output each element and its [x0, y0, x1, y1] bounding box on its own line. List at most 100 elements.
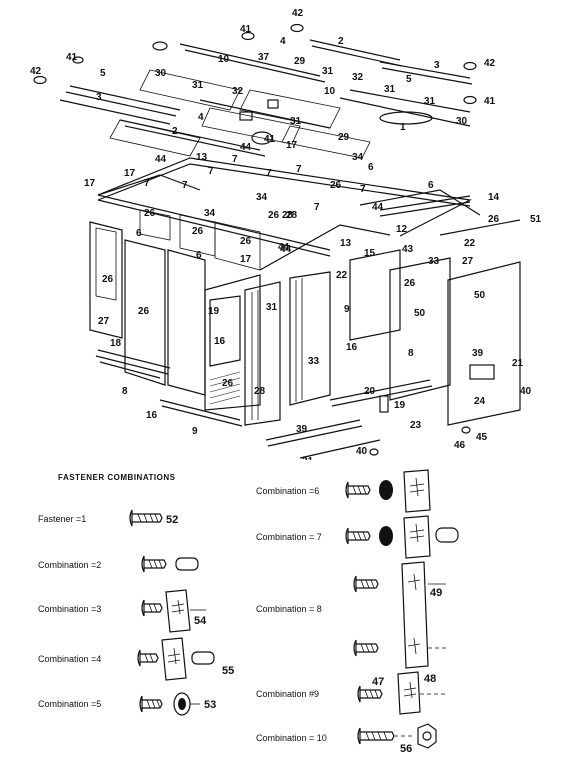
screw-icon: [129, 509, 163, 527]
callout: 28: [282, 210, 294, 221]
callout: 26: [240, 236, 252, 247]
callout: 26: [192, 226, 204, 237]
callout: 44: [155, 154, 167, 165]
callout: 31: [266, 302, 278, 313]
callout: 41: [240, 24, 252, 35]
screw-icon: [353, 639, 379, 657]
callout: 7: [208, 166, 214, 177]
combination-label: Combination =5: [38, 699, 101, 709]
screw-icon: [345, 481, 371, 499]
callout: 41: [264, 134, 276, 145]
part-callouts: 42 41 4 2 3 42 41 37 29 5 30 10 31 32 5 …: [30, 8, 542, 460]
callout: 9: [192, 426, 198, 437]
callout: 6: [428, 180, 434, 191]
callout: 3: [434, 60, 440, 71]
callout: 29: [294, 56, 306, 67]
callout: 18: [110, 338, 122, 349]
combination-8: Combination = 8 49: [256, 561, 446, 669]
hex-nut-icon: [417, 723, 437, 749]
screw-icon: [357, 685, 383, 703]
callout: 33: [428, 256, 440, 267]
callout: 42: [30, 66, 42, 77]
callout: 27: [462, 256, 474, 267]
callout: 23: [410, 420, 422, 431]
callout: 6: [368, 162, 374, 173]
screw-icon: [345, 527, 371, 545]
callout: 26: [330, 180, 342, 191]
callout: 2: [338, 36, 344, 47]
callout: 44: [278, 242, 290, 253]
callout: 34: [256, 192, 268, 203]
combination-label: Combination = 8: [256, 604, 322, 614]
callout: 13: [340, 238, 352, 249]
cap-nut-icon: [435, 527, 459, 543]
callout: 26: [488, 214, 500, 225]
part-number: 54: [194, 615, 207, 627]
combination-label: Combination =6: [256, 486, 319, 496]
callout: 19: [394, 400, 406, 411]
callout: 10: [218, 54, 230, 65]
combination-label: Combination =4: [38, 654, 101, 664]
callout: 41: [66, 52, 78, 63]
callout: 16: [214, 336, 226, 347]
part-number: 52: [166, 514, 178, 526]
combination-9: Combination #9 47 48: [256, 671, 448, 715]
screw-icon: [137, 649, 159, 667]
screw-icon: [353, 575, 379, 593]
callout: 39: [472, 348, 484, 359]
callout: 6: [196, 250, 202, 261]
callout: 26: [222, 378, 234, 389]
callout: 46: [454, 440, 466, 451]
callout: 50: [474, 290, 486, 301]
combination-5: Combination =5 53: [38, 692, 216, 716]
lock-washer-icon: [379, 480, 393, 500]
callout: 29: [338, 132, 350, 143]
callout: 6: [136, 228, 142, 239]
callout: 21: [512, 358, 524, 369]
washer-plate-icon: [403, 469, 431, 513]
callout: 28: [286, 210, 298, 221]
callout: 22: [336, 270, 348, 281]
part-number: 48: [424, 673, 436, 685]
callout: 8: [408, 348, 414, 359]
callout: 37: [258, 52, 270, 63]
combination-10: Combination = 10 56: [256, 723, 437, 755]
combination-label: Combination =2: [38, 560, 101, 570]
callout: 17: [286, 140, 298, 151]
callout: 17: [240, 254, 252, 265]
callout: 30: [456, 116, 468, 127]
combination-2: Combination =2: [38, 555, 199, 573]
roof-assembly: [33, 23, 477, 159]
callout: 26: [268, 210, 280, 221]
callout: 7: [360, 184, 366, 195]
callout: 32: [352, 72, 364, 83]
callout: 44: [280, 244, 292, 255]
callout: 33: [308, 356, 320, 367]
callout: 50: [414, 308, 426, 319]
callout: 31: [424, 96, 436, 107]
callout: 7: [144, 178, 150, 189]
exploded-shed-diagram: 42 41 4 2 3 42 41 37 29 5 30 10 31 32 5 …: [30, 8, 542, 460]
callout: 26: [102, 274, 114, 285]
callout: 42: [484, 58, 496, 69]
callout: 8: [122, 386, 128, 397]
callout: 26: [138, 306, 150, 317]
callout: 14: [488, 192, 500, 203]
callout: 7: [296, 164, 302, 175]
callout: 12: [396, 224, 408, 235]
callout: 31: [290, 116, 302, 127]
combination-label: Combination = 7: [256, 532, 322, 542]
fastener-1: Fastener =1 52: [38, 509, 178, 527]
callout: 39: [296, 424, 308, 435]
washer-plate-icon: [165, 589, 191, 633]
callout: 16: [146, 410, 158, 421]
callout: 26: [404, 278, 416, 289]
bolt-icon: [357, 727, 395, 745]
washer-plate-icon: [161, 637, 187, 681]
callout: 7: [314, 202, 320, 213]
callout: 30: [155, 68, 167, 79]
callout: 40: [356, 446, 368, 457]
shed-body: [89, 157, 521, 459]
callout: 22: [464, 238, 476, 249]
callout: 20: [364, 386, 376, 397]
